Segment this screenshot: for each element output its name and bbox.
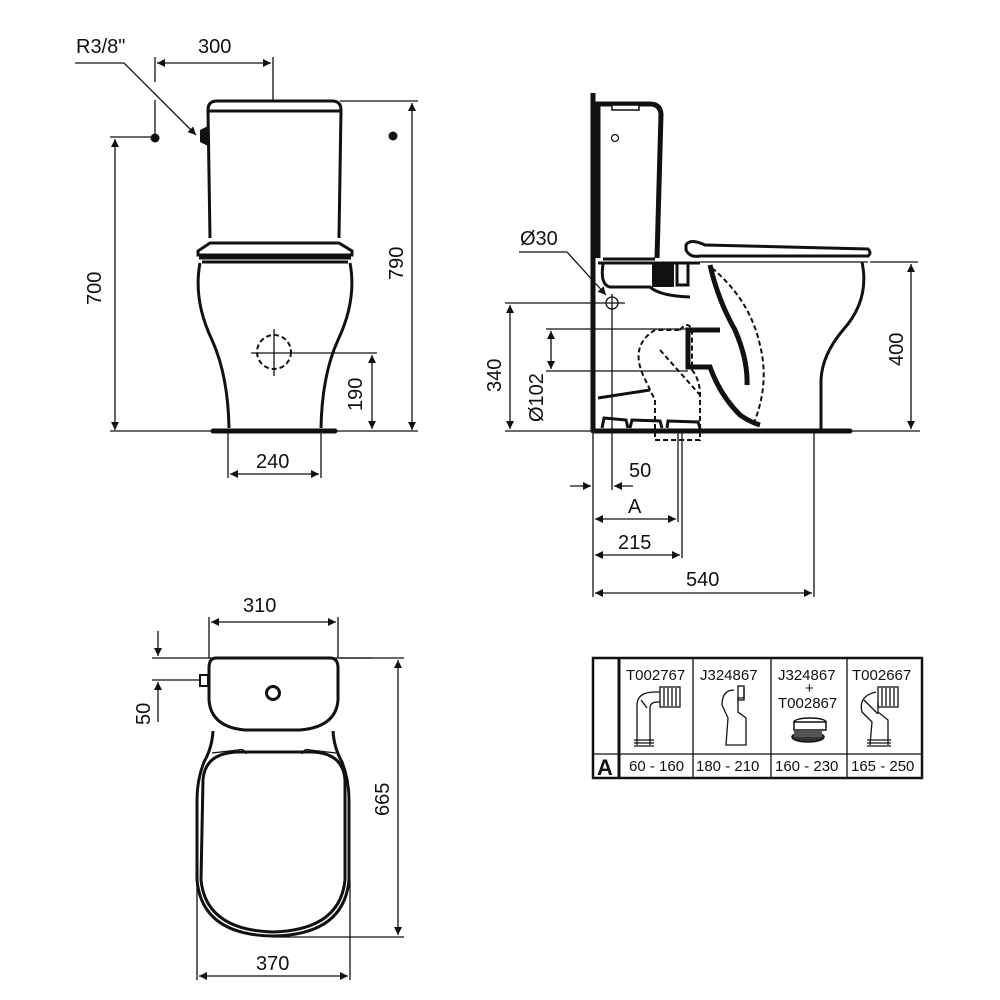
total-depth-label: 540: [686, 569, 719, 591]
side-view: Ø30 340 Ø102 400 50 A 215: [484, 93, 920, 597]
overflow-diameter-label: Ø30: [520, 228, 558, 250]
connector-range-2: 180 - 210: [696, 758, 759, 775]
connector-range-3: 160 - 230: [775, 758, 838, 775]
elbow-pan-connector-icon: [634, 686, 681, 747]
front-view: R3/8" 300 700 790: [75, 36, 418, 478]
inlet-offset-label: 300: [198, 36, 231, 58]
offset-pan-connector-icon: [721, 685, 747, 746]
base-width-label: 240: [256, 451, 289, 473]
top-total-depth-label: 665: [372, 783, 394, 816]
pan-collar-icon: [791, 717, 827, 743]
row-label-a: A: [597, 755, 613, 780]
outlet-distance-a-label: A: [628, 496, 642, 518]
connector-code-2: J324867: [700, 667, 758, 684]
inlet-height-label: 700: [84, 272, 106, 305]
connector-plus: +: [805, 680, 814, 697]
connector-table: A T002767 60 - 160 J324867 180 - 210 J32…: [591, 656, 924, 780]
connector-code-4: T002667: [852, 667, 911, 684]
swept-elbow-connector-icon: [860, 686, 899, 747]
total-height-label: 790: [386, 247, 408, 280]
connector-code-3a: J324867: [778, 667, 836, 684]
outlet-distance-label: 215: [618, 532, 651, 554]
wall-offset-label: 50: [629, 460, 651, 482]
outlet-diameter-label: Ø102: [526, 373, 548, 422]
top-view: 310 50 665 370: [133, 595, 404, 980]
connector-range-4: 165 - 250: [851, 758, 914, 775]
connector-code-1: T002767: [626, 667, 685, 684]
side-inlet-height-label: 340: [484, 359, 506, 392]
inlet-thread-label: R3/8": [76, 36, 125, 58]
bowl-width-label: 370: [256, 953, 289, 975]
outlet-height-label: 190: [345, 378, 367, 411]
tank-width-label: 310: [243, 595, 276, 617]
connector-code-3b: T002867: [778, 695, 837, 712]
seat-height-label: 400: [886, 333, 908, 366]
top-inlet-offset-label: 50: [133, 703, 155, 725]
connector-range-1: 60 - 160: [629, 758, 684, 775]
